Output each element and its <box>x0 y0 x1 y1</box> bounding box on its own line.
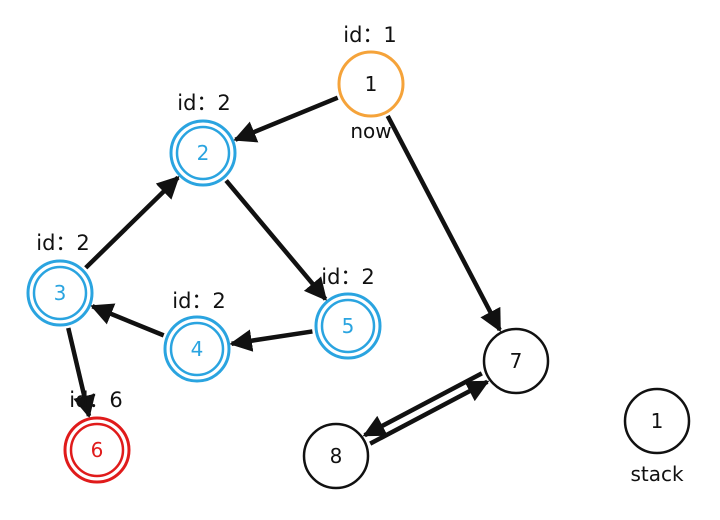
node-inner-ring <box>169 321 225 377</box>
node-label: 1 <box>365 72 378 96</box>
node-id-label: id：2 <box>36 231 90 255</box>
edge-n8-to-n7 <box>369 379 490 446</box>
node-id-label: id：1 <box>343 23 397 47</box>
edges-layer <box>66 95 502 446</box>
node-circle <box>63 416 131 484</box>
node-label: 2 <box>197 141 210 165</box>
graph-node-5[interactable]: 5 <box>314 292 382 360</box>
edge-n3-to-n2 <box>84 175 180 270</box>
stack-item: 1 <box>623 387 691 455</box>
edge-n3-to-n6 <box>66 327 96 419</box>
edge-n2-to-n5 <box>224 179 328 301</box>
stack-area: 1 stack <box>623 387 691 486</box>
edge-n7-to-n8 <box>362 371 483 438</box>
node-inner-ring <box>320 298 376 354</box>
edge-n1-to-n2 <box>233 95 339 143</box>
graph-node-8[interactable]: 8 <box>302 422 370 490</box>
node-circle <box>26 259 94 327</box>
node-label: 3 <box>54 281 67 305</box>
graph-node-3[interactable]: 3 <box>26 259 94 327</box>
node-inner-ring <box>69 422 125 478</box>
node-label: 4 <box>191 337 204 361</box>
node-circle <box>169 119 237 187</box>
current-node-marker: now <box>350 119 391 143</box>
graph-node-2[interactable]: 2 <box>169 119 237 187</box>
node-label: 5 <box>342 314 355 338</box>
node-circle <box>163 315 231 383</box>
node-id-label: id：6 <box>69 388 123 412</box>
node-label: 8 <box>330 444 343 468</box>
nodes-layer: 1 id：1 now 2 id：2 3 id：2 4 id：2 5 id：2 6 id：6 7 8 <box>26 23 550 490</box>
node-circle <box>482 327 550 395</box>
node-id-label: id：2 <box>172 289 226 313</box>
node-inner-ring <box>32 265 88 321</box>
graph-node-4[interactable]: 4 <box>163 315 231 383</box>
node-circle <box>337 50 405 118</box>
node-id-label: id：2 <box>321 265 375 289</box>
node-circle <box>302 422 370 490</box>
node-inner-ring <box>175 125 231 181</box>
graph-node-7[interactable]: 7 <box>482 327 550 395</box>
node-label: 7 <box>510 349 523 373</box>
edge-n1-to-n7 <box>385 114 502 332</box>
node-id-label: id：2 <box>177 91 231 115</box>
node-label: 6 <box>91 438 104 462</box>
graph-node-6[interactable]: 6 <box>63 416 131 484</box>
edge-n4-to-n3 <box>90 303 165 338</box>
stack-label: stack <box>630 462 684 486</box>
graph-node-1[interactable]: 1 <box>337 50 405 118</box>
node-circle <box>314 292 382 360</box>
stack-item-label: 1 <box>651 409 664 433</box>
stack-item-circle <box>623 387 691 455</box>
edge-n5-to-n4 <box>229 329 313 352</box>
